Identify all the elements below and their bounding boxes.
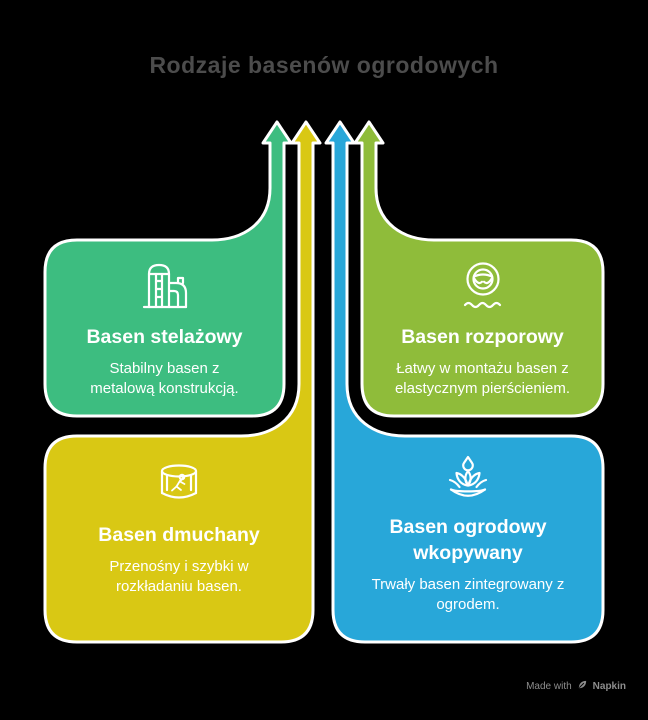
card-rozporowy-shape-and-arrow bbox=[353, 120, 605, 418]
made-with-napkin-badge: Made with Napkin bbox=[526, 679, 626, 693]
napkin-brand-label: Napkin bbox=[592, 680, 626, 692]
page-title: Rodzaje basenów ogrodowych bbox=[149, 52, 499, 78]
card-stelazowy-shape-and-arrow bbox=[43, 120, 293, 418]
napkin-logo-icon bbox=[577, 679, 588, 693]
card-dmuchany-shape-and-arrow bbox=[43, 120, 322, 644]
made-with-label: Made with bbox=[526, 680, 572, 692]
card-wkopywany-shape-and-arrow bbox=[324, 120, 605, 644]
